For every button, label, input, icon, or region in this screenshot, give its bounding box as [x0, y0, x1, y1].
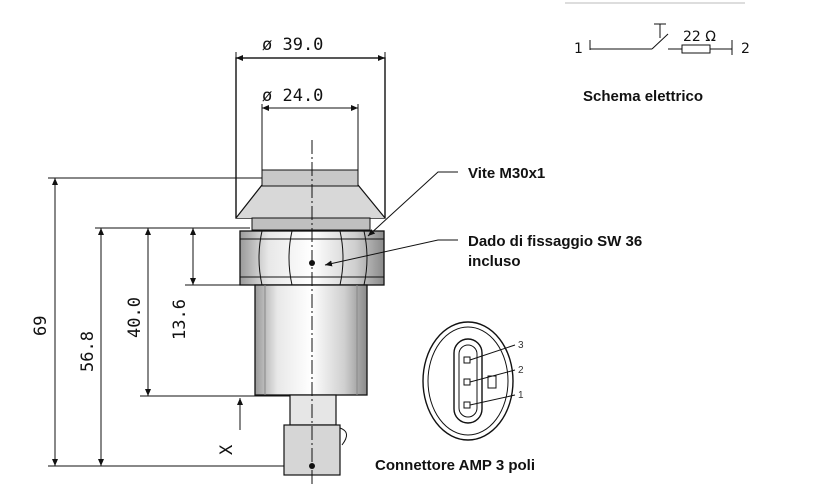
schematic-pin-left: 1 [574, 41, 583, 57]
callout-leaders [324, 171, 458, 267]
schematic-pin-right: 2 [741, 41, 750, 57]
dim-diameter-outer: ø 39.0 [262, 35, 323, 55]
x-label: X [217, 444, 237, 455]
dim-height-56: 56.8 [78, 331, 98, 372]
dim-diameter-inner: ø 24.0 [262, 86, 323, 106]
schematic-resistor-label: 22 Ω [683, 29, 716, 45]
pin-label-1: 1 [518, 390, 524, 401]
connector-face-view [422, 321, 516, 441]
dim-height-13: 13.6 [170, 299, 190, 340]
callout-nut-line1: Dado di fissaggio SW 36 [468, 233, 642, 250]
callout-connector: Connettore AMP 3 poli [375, 457, 535, 474]
thread-body [254, 284, 368, 396]
dim-height-total: 69 [31, 316, 51, 336]
callout-screw: Vite M30x1 [468, 165, 545, 182]
electrical-schematic [565, 2, 745, 55]
resistor-symbol [681, 44, 711, 54]
schematic-title: Schema elettrico [583, 88, 703, 105]
callout-nut-line2: incluso [468, 253, 521, 270]
dimension-lines [48, 52, 386, 467]
pin-label-3: 3 [518, 340, 524, 351]
dim-height-40: 40.0 [125, 297, 145, 338]
push-button-drawing [235, 57, 386, 487]
pin-label-2: 2 [518, 365, 524, 376]
